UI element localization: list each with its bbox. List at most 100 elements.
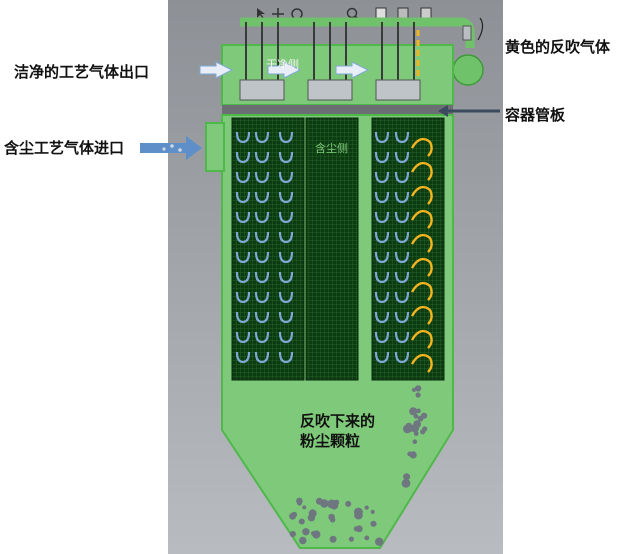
dust-particle — [416, 408, 421, 414]
gas-swirl-arrow — [394, 151, 410, 164]
tube-sheet-label: 容器管板 — [505, 106, 566, 124]
gas-swirl-arrow — [278, 251, 294, 264]
venturi-heads — [239, 79, 421, 101]
backblow-pulse-arrow — [410, 233, 433, 253]
backblow-pulse-arrow — [410, 137, 433, 157]
dust-particle — [405, 422, 413, 430]
gas-swirl-arrow — [254, 191, 270, 204]
select-icon[interactable] — [257, 8, 265, 19]
gas-swirl-arrow — [254, 331, 270, 344]
gas-swirl-arrow — [374, 131, 390, 144]
backblow-pulse-arrow — [410, 305, 433, 325]
dust-particle — [333, 500, 339, 506]
gas-swirl-arrow — [254, 351, 270, 364]
dust-particle — [413, 413, 419, 419]
dust-particle — [302, 528, 310, 536]
backblow-gas-label: 黄色的反吹气体 — [505, 38, 611, 56]
gas-swirl-arrow — [278, 231, 294, 244]
dust-particles — [289, 385, 428, 546]
gas-swirl-arrow — [374, 151, 390, 164]
gas-swirl-arrow — [254, 151, 270, 164]
gas-swirl-arrow — [374, 171, 390, 184]
dust-particle — [312, 530, 321, 539]
blowpipe-nozzles — [245, 22, 415, 82]
gas-swirl-arrow — [235, 331, 251, 344]
dust-particle — [409, 451, 417, 459]
view-cube-icon[interactable] — [375, 7, 387, 19]
gas-swirl-arrow — [278, 351, 294, 364]
dust-particle — [364, 535, 370, 541]
gas-swirl-arrow — [254, 271, 270, 284]
backblow-pulse-arrow — [410, 257, 433, 277]
dust-particle — [415, 392, 421, 398]
gas-swirl-arrow — [235, 271, 251, 284]
dust-particle — [302, 505, 307, 510]
gas-swirl-arrow — [278, 191, 294, 204]
dust-falling-label-1: 反吹下来的 — [300, 412, 376, 430]
gas-swirl-arrow — [374, 291, 390, 304]
gas-swirl-arrow — [254, 131, 270, 144]
inlet-arrow — [140, 136, 202, 160]
gas-swirl-arrow — [235, 311, 251, 324]
clean-outlet-label: 洁净的工艺气体出口 — [14, 63, 150, 81]
dust-particle — [409, 407, 418, 416]
dust-particle — [345, 500, 352, 507]
gas-swirl-arrow — [374, 271, 390, 284]
gas-swirl-arrow — [235, 211, 251, 224]
dust-particle — [289, 530, 296, 538]
gas-swirl-arrow — [394, 251, 410, 264]
tube-sheet-pointer — [438, 105, 500, 117]
dust-particle — [411, 387, 417, 392]
gas-swirl-arrow — [254, 231, 270, 244]
gas-swirl-arrow — [254, 211, 270, 224]
gas-swirl-arrow — [278, 331, 294, 344]
dust-particle — [420, 429, 426, 435]
dust-particle — [370, 509, 375, 514]
gas-swirl-arrow — [374, 251, 390, 264]
gas-swirl-arrow — [254, 171, 270, 184]
backblow-pulse-arrow — [410, 185, 433, 205]
gas-swirl-arrow — [235, 231, 251, 244]
gas-swirl-arrow — [254, 251, 270, 264]
gas-swirl-arrow — [374, 231, 390, 244]
inlet-nozzle — [205, 122, 225, 172]
display-icon[interactable] — [397, 7, 409, 19]
dusty-gas-flow-arrows — [235, 131, 410, 364]
filter-bundle-center — [305, 117, 359, 381]
dust-particle — [413, 431, 419, 436]
dust-particle — [370, 520, 377, 527]
gas-swirl-arrow — [394, 271, 410, 284]
backblow-pulse-arrow — [410, 161, 433, 181]
gas-swirl-arrow — [278, 311, 294, 324]
gas-swirl-arrow — [394, 171, 410, 184]
gas-swirl-arrow — [374, 331, 390, 344]
dust-particle — [328, 513, 335, 521]
dust-particle — [298, 518, 305, 525]
dust-particle — [375, 537, 384, 546]
gas-swirl-arrow — [235, 151, 251, 164]
settings-icon[interactable] — [420, 7, 432, 19]
gas-swirl-arrow — [278, 151, 294, 164]
gas-swirl-arrow — [235, 191, 251, 204]
gas-swirl-arrow — [394, 331, 410, 344]
gas-swirl-arrow — [235, 291, 251, 304]
dust-particle — [421, 412, 428, 419]
backblow-pulse-arrow — [410, 281, 433, 301]
gas-swirl-arrow — [394, 231, 410, 244]
dust-particle — [410, 424, 419, 433]
gas-swirl-arrow — [235, 251, 251, 264]
dust-particle — [329, 535, 337, 543]
gas-swirl-arrow — [235, 351, 251, 364]
gas-swirl-arrow — [394, 131, 410, 144]
gas-swirl-arrow — [278, 271, 294, 284]
dust-particle — [364, 505, 369, 510]
gas-swirl-arrow — [254, 291, 270, 304]
gas-swirl-arrow — [278, 171, 294, 184]
dust-particle — [297, 500, 302, 506]
clean-gas-arrows — [199, 61, 370, 79]
gas-swirl-arrow — [374, 211, 390, 224]
dust-particle — [412, 439, 418, 445]
backblow-header-pipe — [240, 17, 484, 86]
gas-swirl-arrow — [374, 191, 390, 204]
gas-swirl-arrow — [235, 131, 251, 144]
